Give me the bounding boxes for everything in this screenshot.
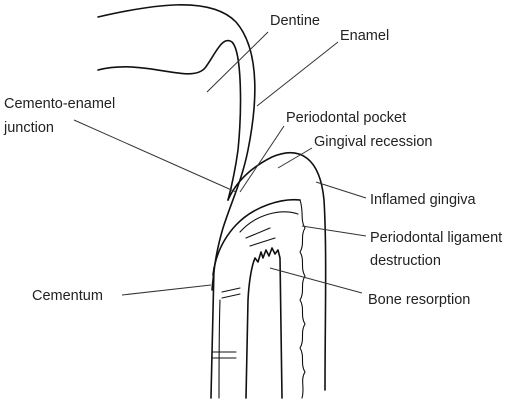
leader-cej — [74, 120, 236, 192]
periodontal-ligament-squiggle — [300, 200, 305, 398]
fibre-hatch-2 — [250, 238, 275, 246]
fibre-hatch-4 — [222, 294, 240, 298]
label-cementum: Cementum — [32, 288, 103, 304]
label-periodontal-pocket: Periodontal pocket — [286, 110, 406, 126]
label-bone-resorption: Bone resorption — [368, 292, 470, 308]
fibre-hatch-3 — [222, 288, 240, 292]
label-cej-line2: junction — [3, 120, 54, 136]
leader-cementum — [122, 285, 211, 295]
leader-enamel — [257, 42, 338, 106]
enamel-outline — [98, 5, 255, 290]
leader-pdl-destruction — [302, 226, 366, 236]
leader-bone-resorption — [270, 268, 362, 293]
label-dentine: Dentine — [270, 13, 320, 29]
fibre-hatch-1 — [246, 228, 270, 238]
inner-root-line — [219, 300, 220, 398]
dentine-outline — [98, 41, 240, 200]
label-gingival-recession: Gingival recession — [314, 134, 432, 150]
alveolar-bone-crest — [246, 248, 282, 398]
label-cej-line1: Cemento-enamel — [4, 96, 115, 112]
gingiva-inner-edge — [213, 200, 300, 275]
leader-dentine — [207, 32, 268, 92]
label-inflamed-gingiva: Inflamed gingiva — [370, 192, 477, 208]
label-pdl-line1: Periodontal ligament — [370, 230, 502, 246]
label-pdl-line2: destruction — [370, 253, 441, 269]
label-enamel: Enamel — [340, 28, 389, 44]
